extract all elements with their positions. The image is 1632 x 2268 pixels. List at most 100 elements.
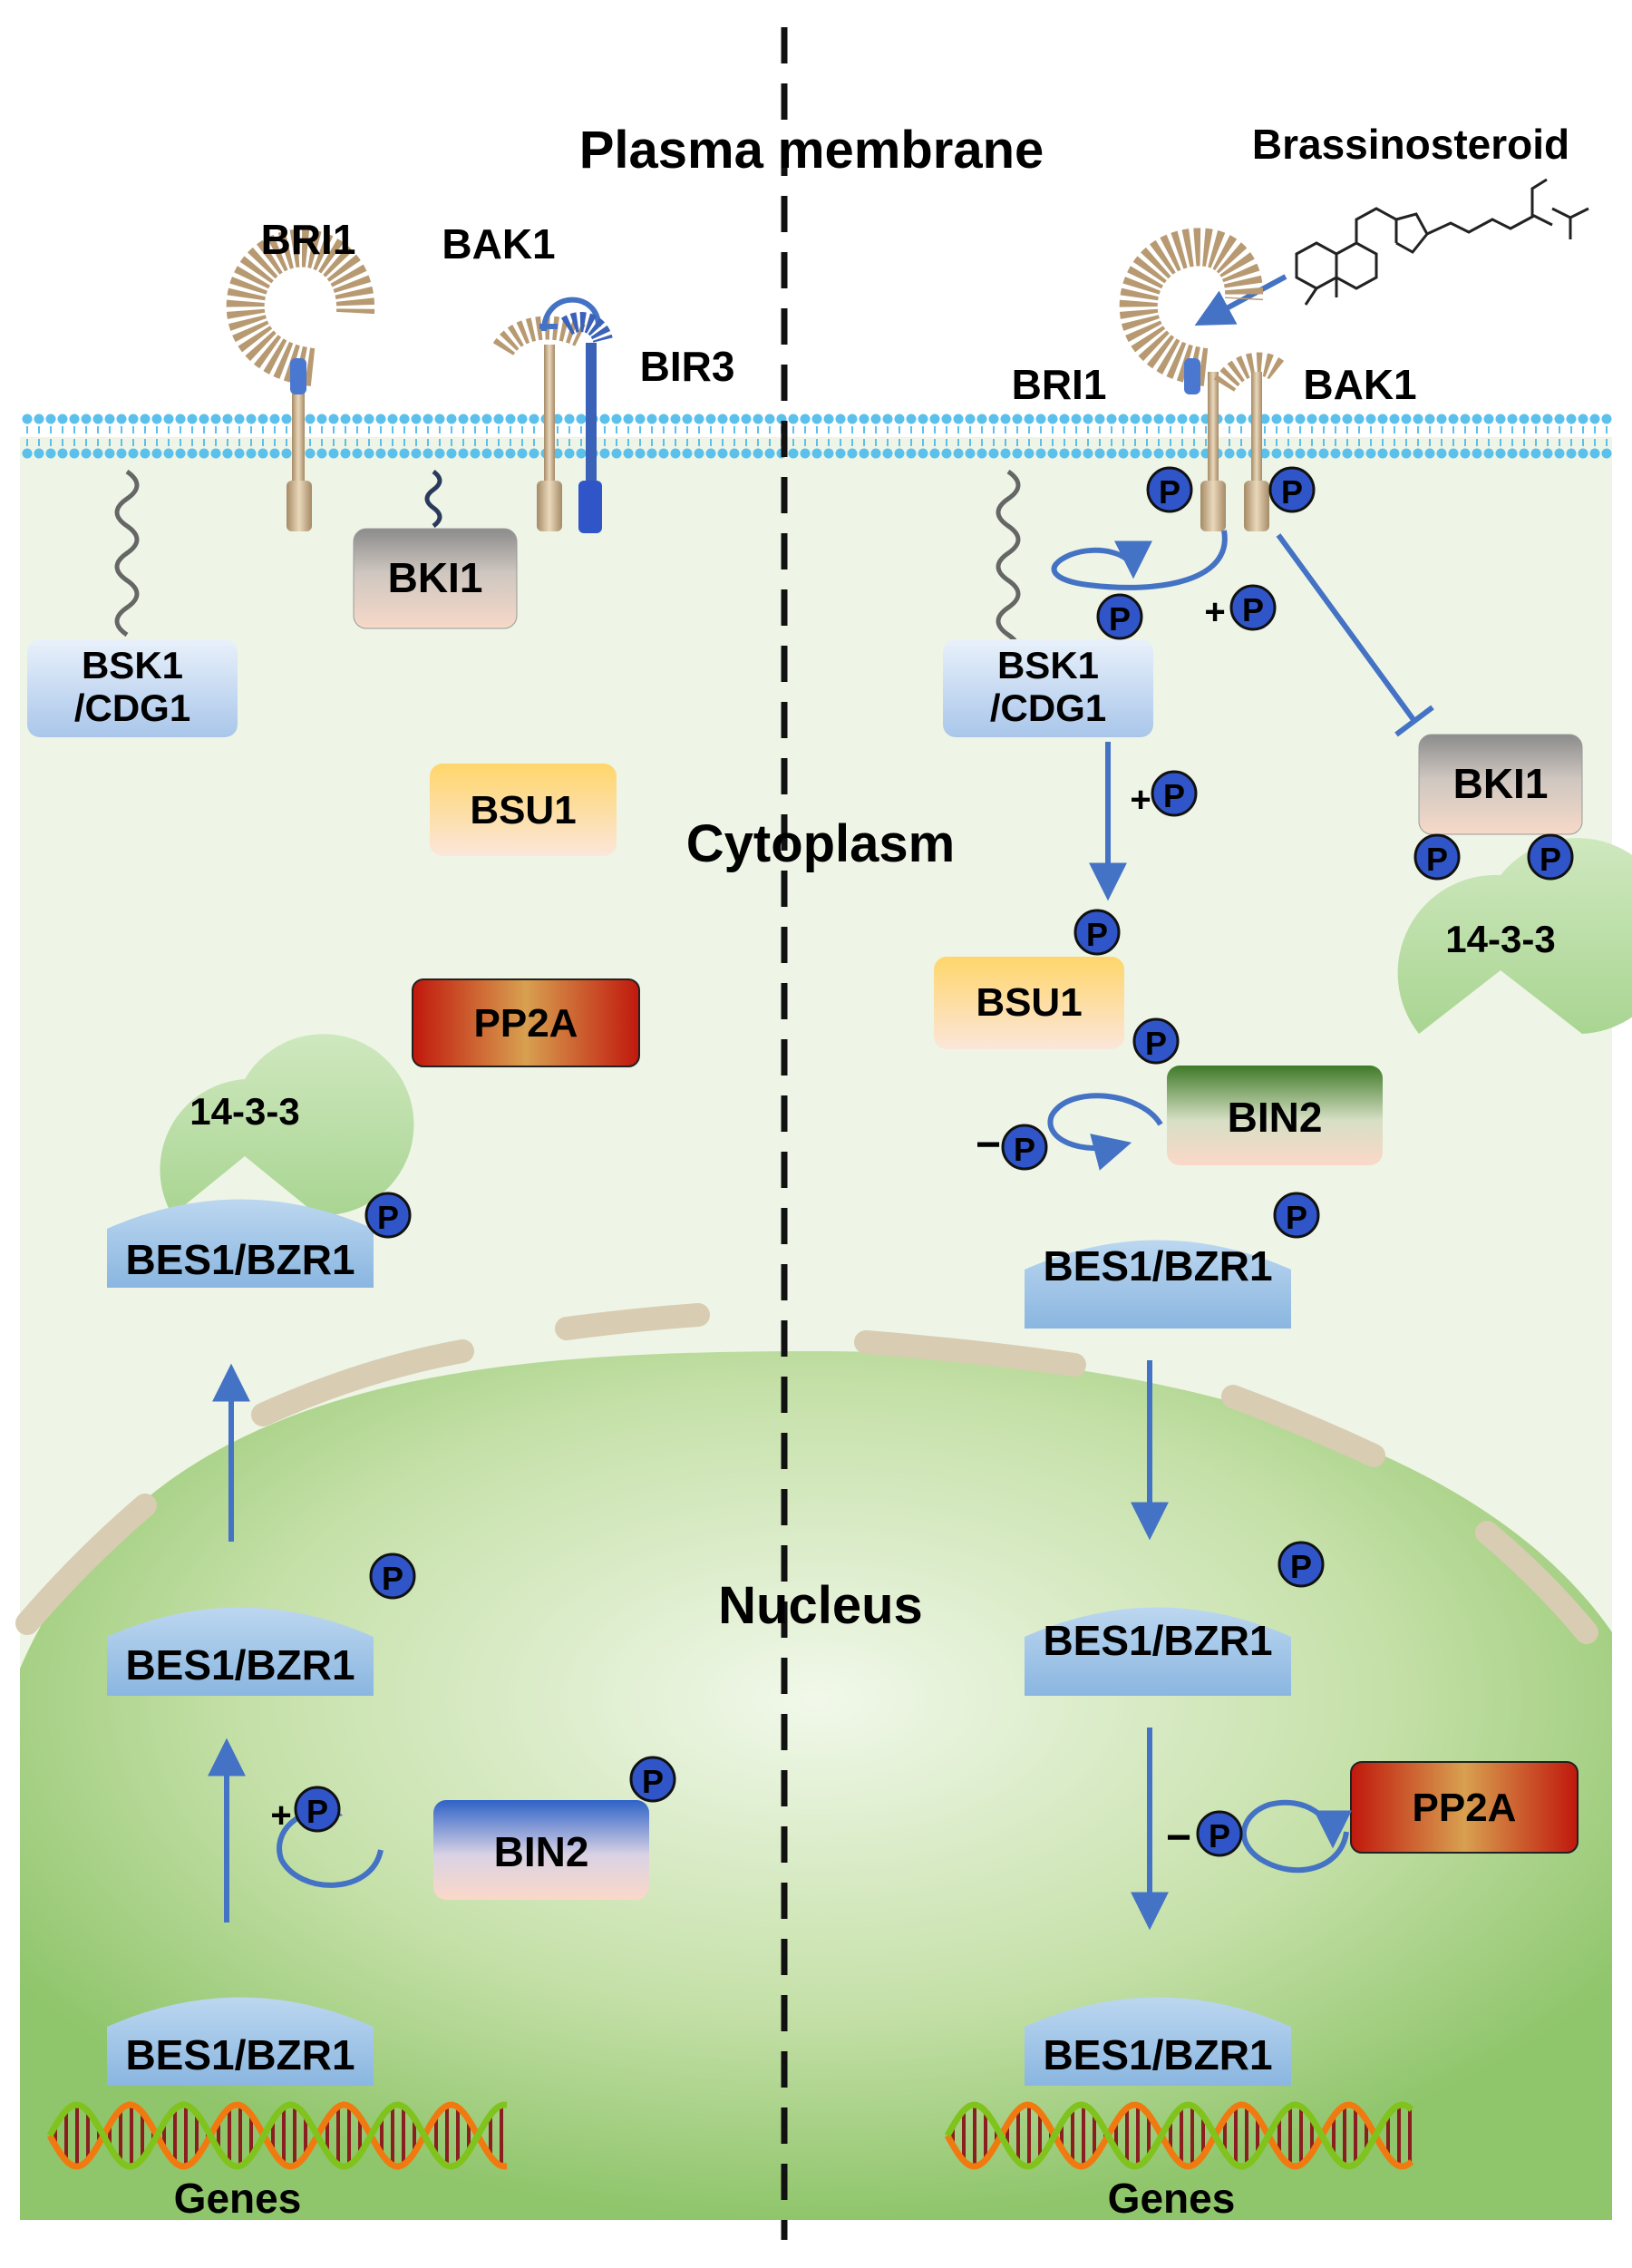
cytoplasm-label: Cytoplasm — [686, 814, 956, 873]
bsu1-box-right — [934, 957, 1124, 1049]
svg-text:P: P — [306, 1793, 328, 1830]
inhibition-bar-bki1 — [1394, 705, 1434, 737]
bsk1-label-left-1: BSK1 — [82, 644, 183, 686]
bsk1-anchor-left — [114, 469, 140, 638]
bri1-phos-loop-right — [1051, 530, 1228, 590]
dna-helix-right — [944, 2101, 1414, 2170]
bes1-label-right-cyto: BES1/BZR1 — [1043, 1242, 1272, 1290]
phospho-badge-bsu1-right: P — [1073, 909, 1121, 956]
bin2-label-right: BIN2 — [1228, 1094, 1323, 1141]
bsk1-box-right — [943, 639, 1153, 737]
plasma-membrane-label: Plasma membrane — [579, 121, 1044, 180]
fourteen33-label-right: 14-3-3 — [1445, 918, 1555, 960]
svg-text:P: P — [1209, 1817, 1230, 1854]
bki1-label-left: BKI1 — [388, 554, 483, 601]
bki1-anchor-left — [424, 469, 442, 529]
bes1-label-right-dna: BES1/BZR1 — [1043, 2031, 1272, 2078]
nucleus-label: Nucleus — [718, 1576, 923, 1635]
bes1-label-right-nuc: BES1/BZR1 — [1043, 1617, 1272, 1664]
phospho-badge-minus-bin2: P — [1001, 1124, 1048, 1171]
bin2-box-right — [1167, 1066, 1383, 1165]
arrow-ligand-binding — [1194, 274, 1287, 326]
bsu1-label-left: BSU1 — [470, 788, 576, 832]
svg-text:P: P — [1145, 1025, 1167, 1062]
phospho-badge-bak1-right: P — [1268, 466, 1316, 513]
bin2-box-left — [433, 1800, 649, 1900]
bak1-receptor-right — [1213, 352, 1287, 531]
bsk1-label-right-1: BSK1 — [997, 644, 1099, 686]
nuclear-envelope — [15, 1303, 1598, 1644]
svg-text:P: P — [1159, 473, 1180, 511]
bki1-box-right — [1418, 734, 1583, 835]
brassinosteroid-molecule — [1295, 178, 1589, 306]
bes1-label-left-nuc: BES1/BZR1 — [125, 1641, 355, 1689]
bin2-dephos-loop-right — [1047, 1093, 1163, 1171]
fourteen33-shape-right — [1397, 838, 1632, 1034]
bri1-receptor-right — [1119, 228, 1264, 531]
minus-sign-pp2a: − — [1166, 1814, 1191, 1862]
phospho-badge-bin2-left: P — [629, 1756, 676, 1803]
svg-text:P: P — [1014, 1131, 1035, 1168]
plus-sign-bin2-left: + — [270, 1796, 291, 1835]
pp2a-label-right: PP2A — [1413, 1786, 1517, 1830]
svg-text:P: P — [642, 1763, 664, 1800]
phospho-badge-minus-pp2a: P — [1196, 1810, 1243, 1857]
svg-text:P: P — [1086, 916, 1108, 953]
svg-text:P: P — [1540, 841, 1561, 878]
phospho-badge-plus-bsk1: P — [1229, 584, 1277, 631]
bes1-shape-right-dna — [1025, 1997, 1291, 2086]
svg-text:P: P — [1281, 473, 1303, 511]
bsk1-anchor-right — [996, 469, 1021, 665]
svg-text:P: P — [382, 1560, 403, 1597]
phospho-badge-bri1-right: P — [1146, 466, 1193, 513]
phospho-badge-bsk1-right: P — [1096, 593, 1143, 640]
phospho-badge-bki1-b: P — [1527, 833, 1574, 881]
bki1-box-left — [353, 528, 518, 629]
svg-text:P: P — [1290, 1548, 1312, 1585]
bsu1-label-right: BSU1 — [976, 980, 1082, 1025]
phospho-badge-bki1-a: P — [1413, 833, 1461, 881]
bin2-label-left: BIN2 — [494, 1828, 589, 1875]
bri1-label-left: BRI1 — [261, 216, 356, 263]
svg-text:P: P — [377, 1199, 399, 1236]
phospho-badge-plus-bsu1: P — [1151, 770, 1198, 817]
phospho-badge-bes1-left-cyto: P — [364, 1192, 412, 1239]
bak1-label-left: BAK1 — [442, 220, 555, 268]
bri1-inhibits-bki1 — [1276, 533, 1417, 723]
bes1-label-left-cyto: BES1/BZR1 — [125, 1236, 355, 1283]
bsk1-label-left-2: /CDG1 — [74, 686, 190, 729]
phospho-badge-bin2-right: P — [1132, 1017, 1180, 1065]
bir3-inhibits-bak1 — [541, 297, 601, 332]
svg-text:P: P — [1242, 591, 1264, 628]
bes1-shape-left-dna — [107, 1997, 374, 2086]
fourteen33-shape-left — [160, 1034, 414, 1216]
minus-sign-bin2: − — [976, 1121, 1001, 1169]
phospho-badge-bes1-right-nuc: P — [1277, 1541, 1325, 1588]
bes1-shape-right-cyto — [1025, 1240, 1291, 1329]
bsk1-label-right-2: /CDG1 — [990, 686, 1106, 729]
svg-text:P: P — [1109, 600, 1131, 638]
phospho-badge-plus-bin2-left: P — [294, 1786, 341, 1833]
plus-sign-bsu1: + — [1130, 780, 1151, 820]
brassinosteroid-label: Brassinosteroid — [1252, 121, 1569, 168]
bki1-label-right: BKI1 — [1453, 760, 1549, 807]
phospho-badge-bes1-left-nuc: P — [369, 1553, 416, 1600]
bes1-shape-left-cyto — [107, 1199, 374, 1288]
pp2a-box-left — [412, 978, 640, 1067]
pp2a-box-right — [1350, 1761, 1579, 1854]
plus-sign-bsk1: + — [1204, 592, 1225, 632]
svg-text:P: P — [1286, 1199, 1307, 1236]
phospho-badge-bes1-right-cyto: P — [1273, 1192, 1320, 1239]
pp2a-label-left: PP2A — [474, 1001, 578, 1046]
genes-label-left: Genes — [174, 2175, 302, 2222]
fourteen33-label-left: 14-3-3 — [189, 1090, 299, 1133]
bir3-receptor — [560, 312, 613, 533]
svg-text:P: P — [1163, 777, 1185, 814]
svg-text:P: P — [1426, 841, 1448, 878]
bak1-label-right: BAK1 — [1303, 361, 1416, 408]
dna-helix-left — [46, 2101, 508, 2170]
pp2a-dephos-loop-right — [1240, 1799, 1352, 1874]
plasma-membrane — [22, 414, 1612, 459]
genes-label-right: Genes — [1108, 2175, 1236, 2222]
